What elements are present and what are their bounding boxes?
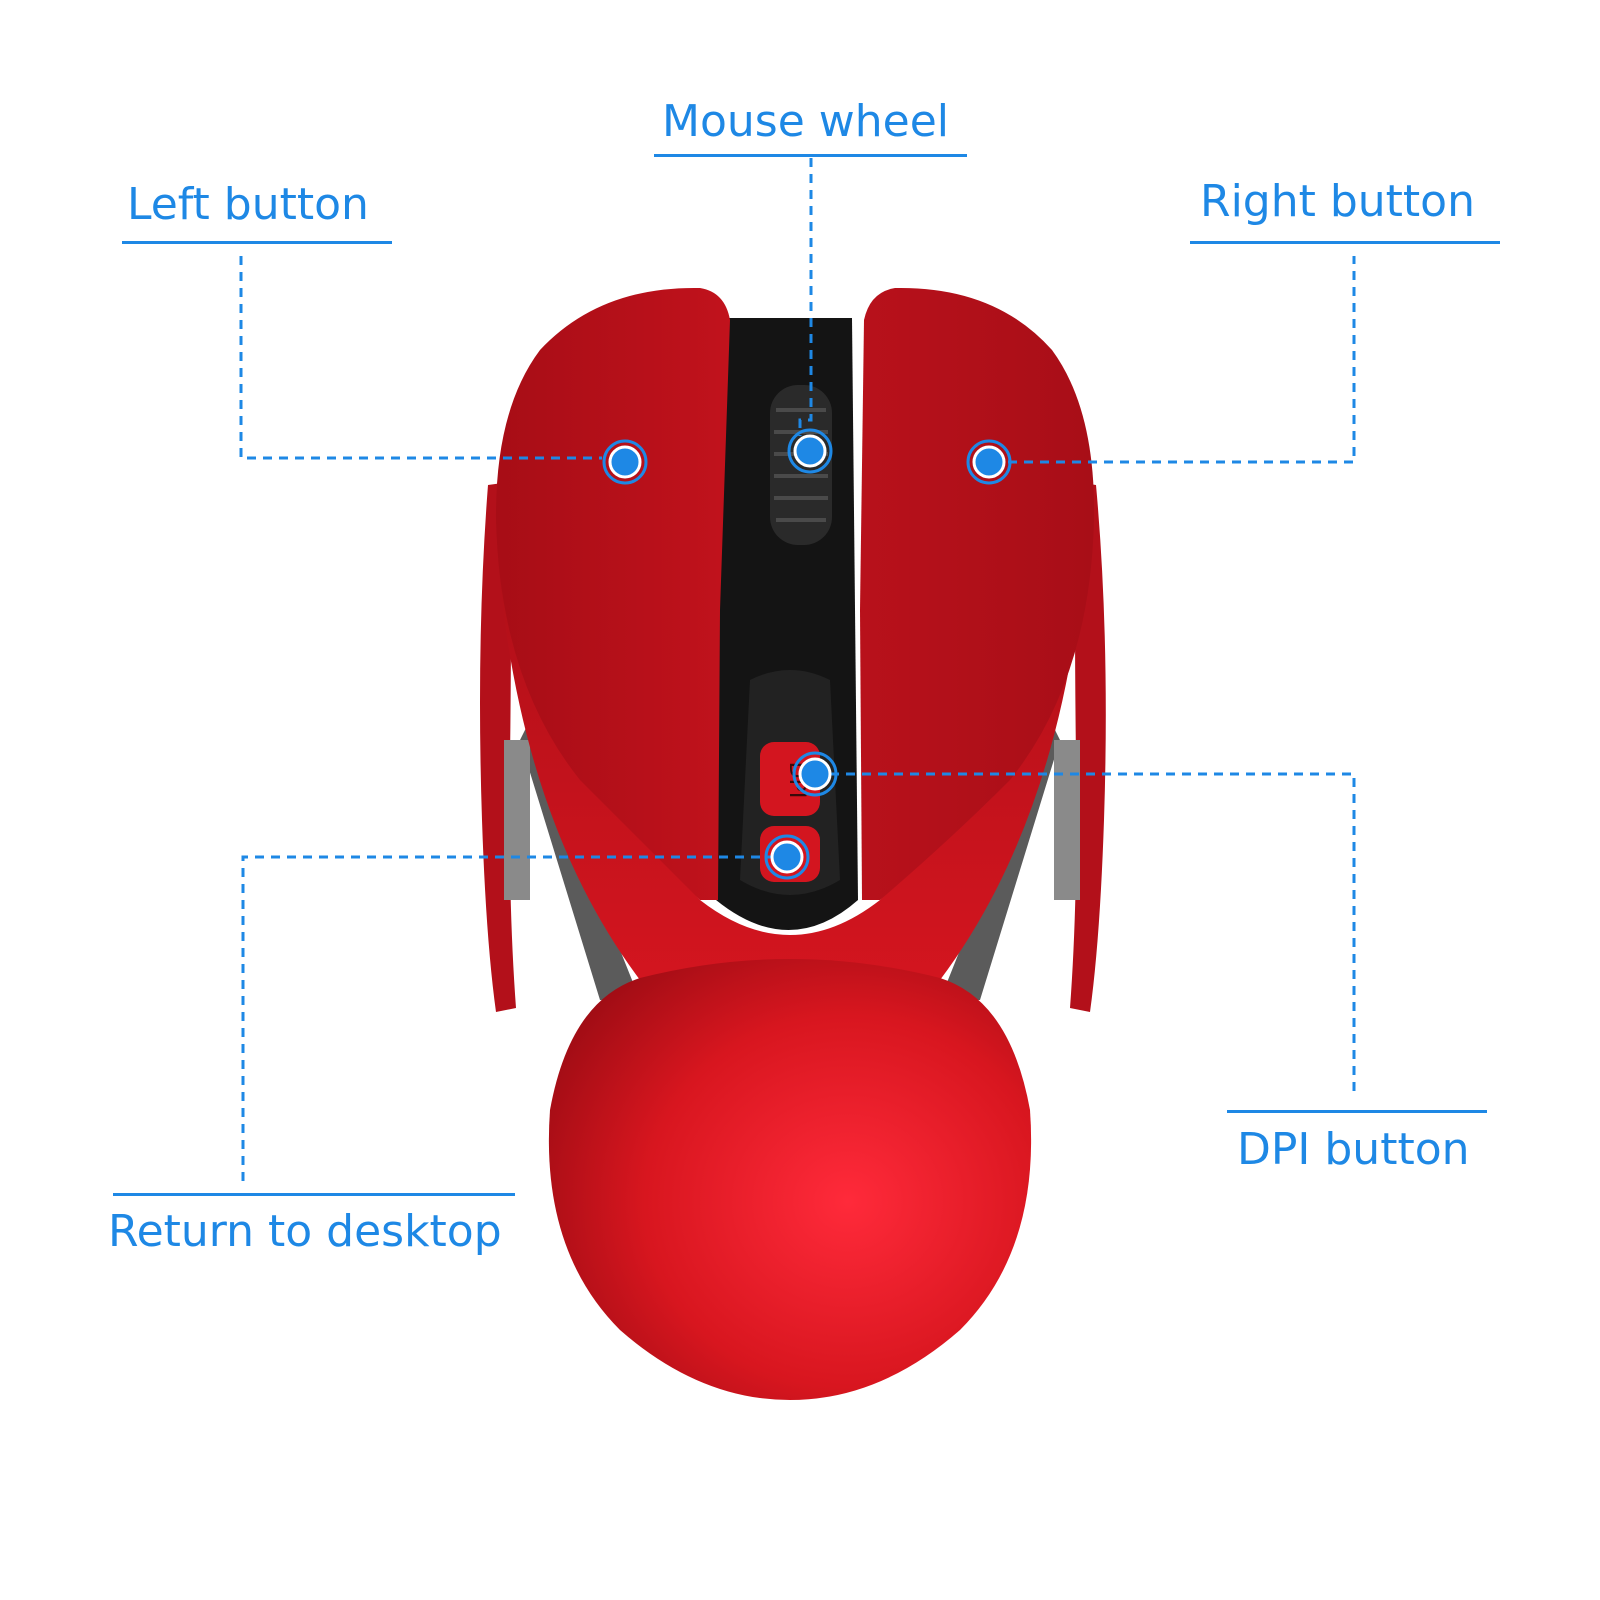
leader-return-to-desktop — [241, 855, 776, 1182]
leader-dpi-button — [830, 772, 1356, 1098]
label-dpi-button: DPI button — [1237, 1124, 1470, 1175]
underline-mouse-wheel — [654, 154, 967, 157]
target-dot-icon — [764, 834, 810, 880]
leader-right-button — [1008, 256, 1356, 464]
label-mouse-wheel: Mouse wheel — [662, 96, 949, 147]
right-wing-plate — [1054, 740, 1080, 900]
scroll-wheel — [770, 385, 832, 545]
leader-left-button — [239, 256, 602, 460]
underline-left-button — [122, 241, 392, 244]
right-button-shell — [860, 287, 1095, 900]
left-button-shell — [495, 287, 730, 900]
target-dot-icon — [787, 428, 833, 474]
label-right-button: Right button — [1200, 176, 1475, 227]
underline-return-to-desktop — [113, 1193, 515, 1196]
leader-mouse-wheel — [798, 158, 813, 436]
label-left-button: Left button — [127, 179, 369, 230]
underline-right-button — [1190, 241, 1500, 244]
left-wing-plate — [504, 740, 530, 900]
underline-dpi-button — [1227, 1110, 1487, 1113]
target-dot-icon — [602, 439, 648, 485]
mouse-body — [498, 560, 1084, 980]
target-dot-icon — [966, 439, 1012, 485]
label-return-to-desktop: Return to desktop — [108, 1206, 502, 1257]
palm-rest — [548, 959, 1032, 1400]
leader-lines — [239, 158, 1356, 1182]
target-dot-icon — [792, 751, 838, 797]
dpi-key — [760, 742, 820, 816]
